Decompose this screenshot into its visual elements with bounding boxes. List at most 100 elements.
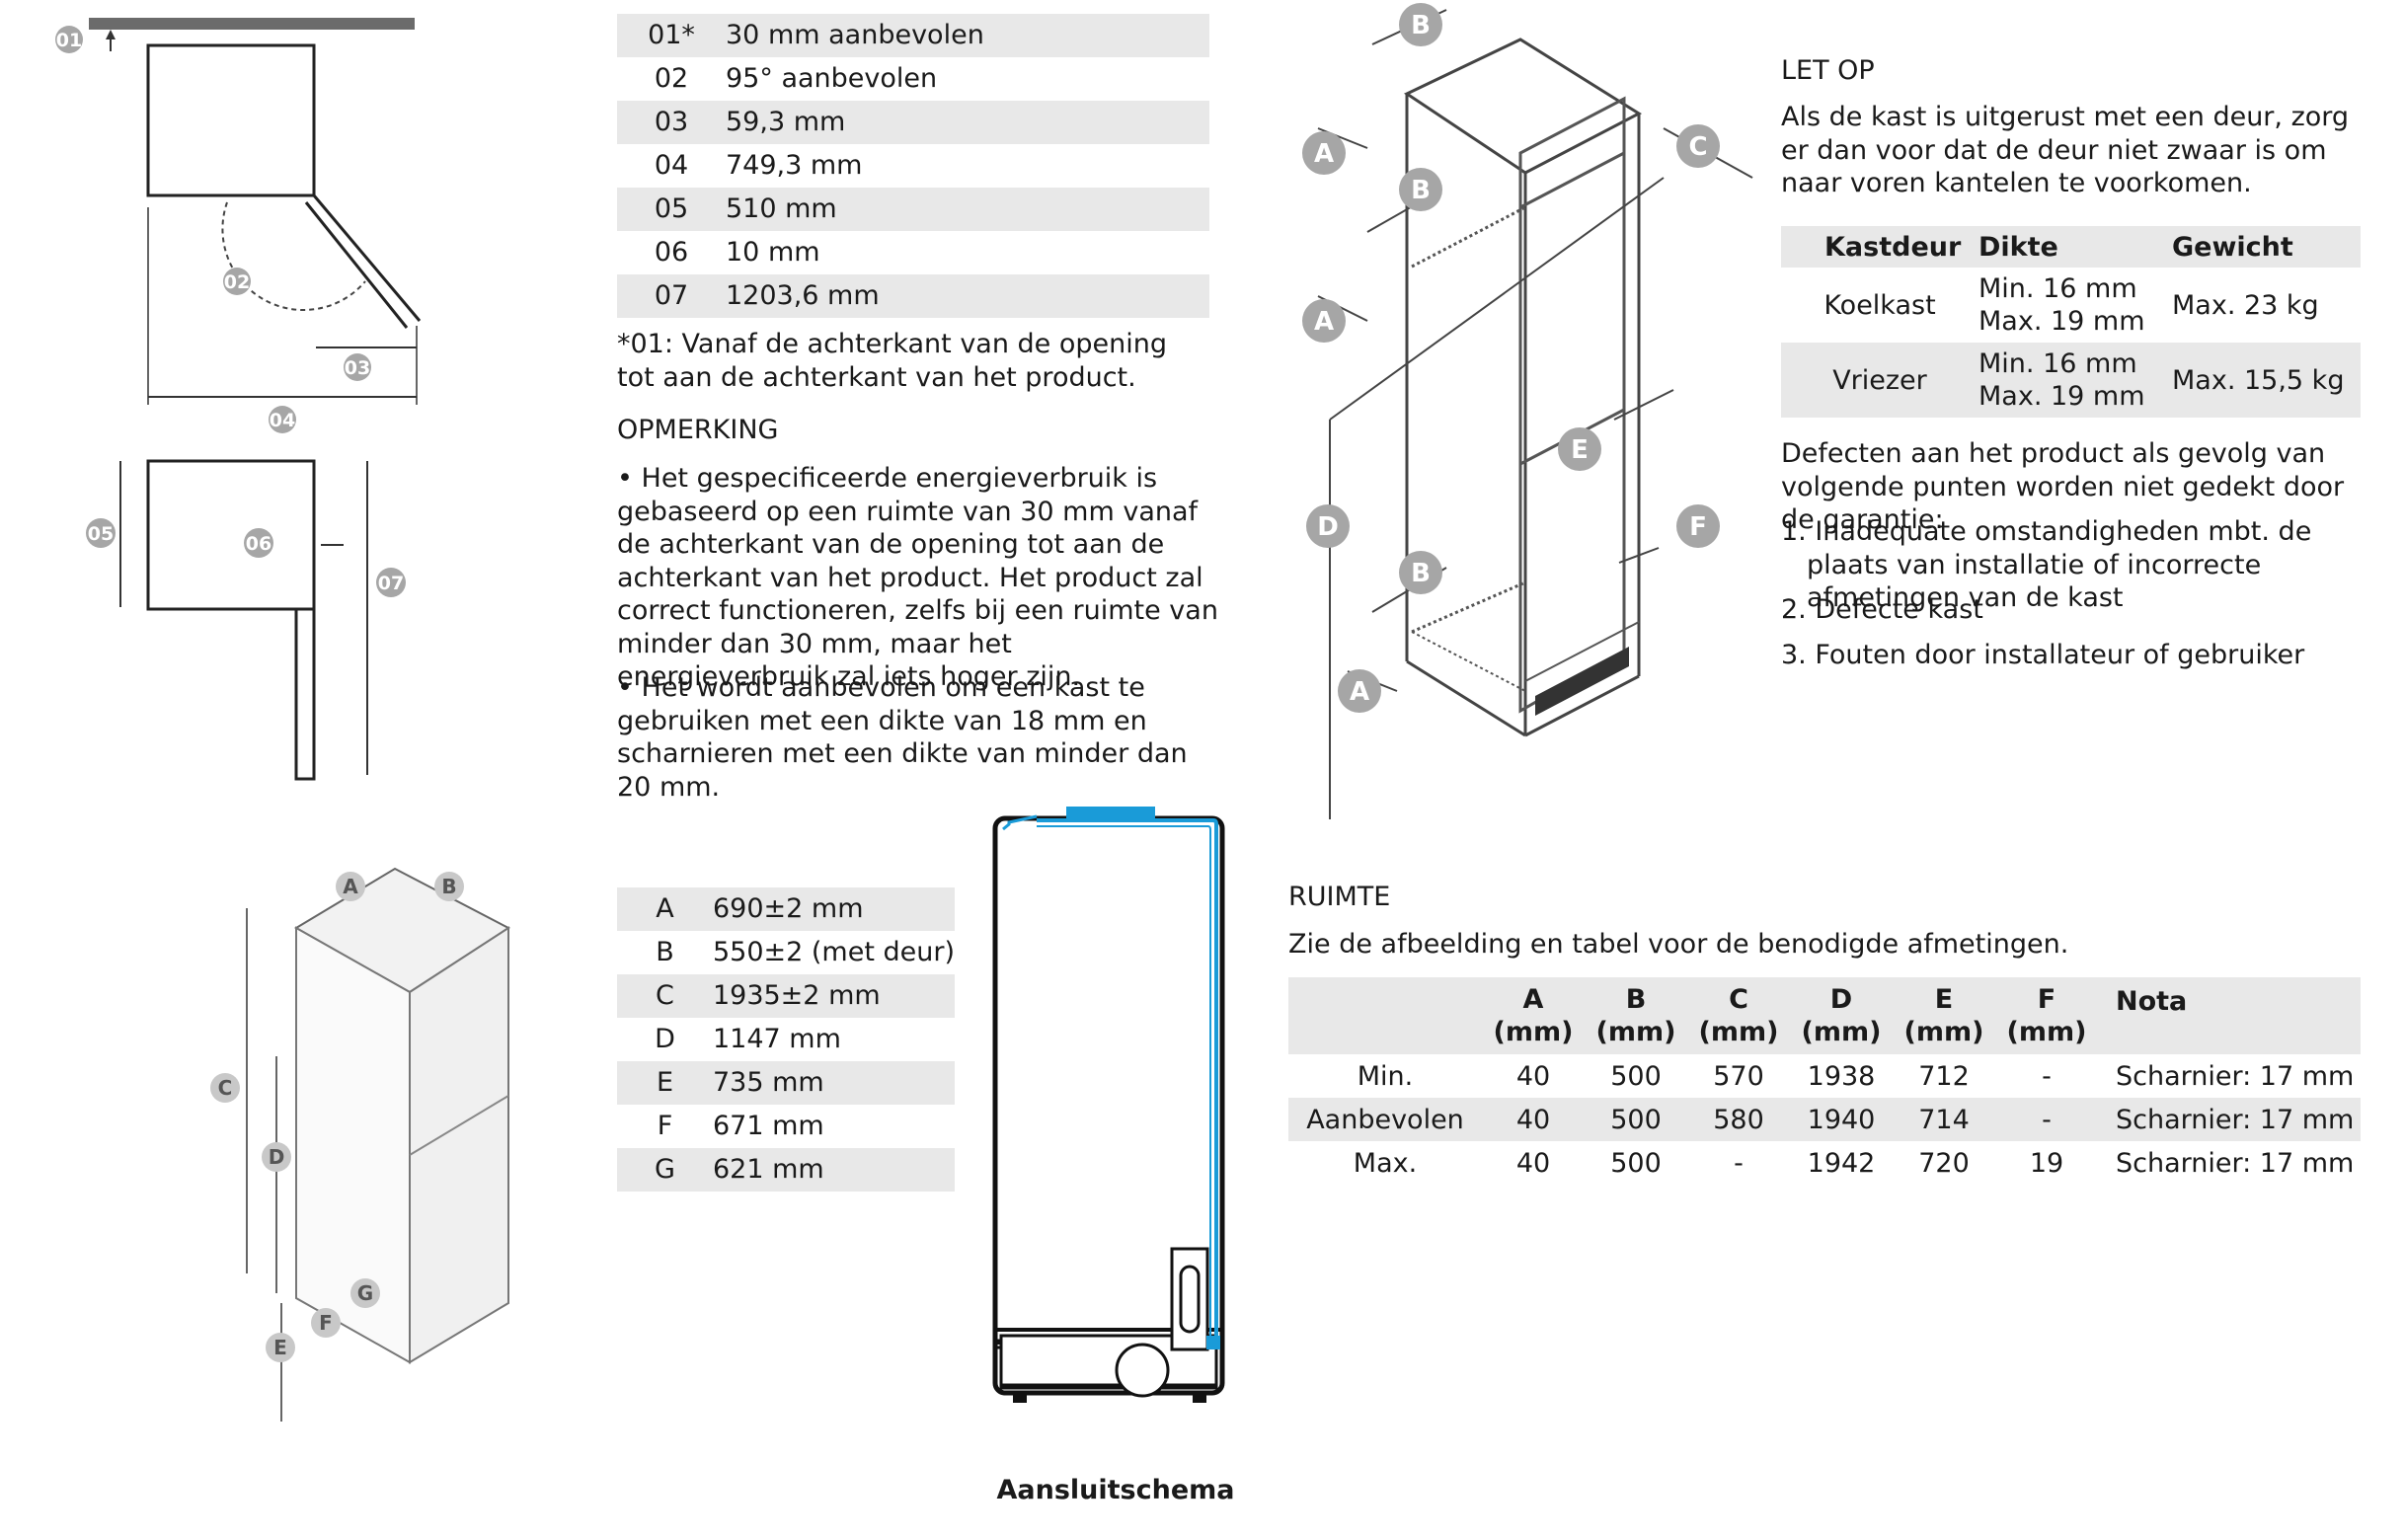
spec-value: 690±2 mm [712,887,955,931]
ruimte-col-a: A(mm) [1482,977,1585,1054]
label-large-C: C [1676,124,1720,168]
spec-key: 07 [617,274,726,318]
defect-2: 2. Defecte kast [1781,594,1983,625]
kast-type: Vriezer [1781,343,1978,418]
spec-value: 735 mm [712,1061,955,1105]
svg-text:B: B [1411,11,1431,40]
label-03: 03 [344,353,371,381]
ruimte-cell: 580 [1687,1098,1790,1141]
aansluitschema-caption: Aansluitschema [996,1475,1235,1505]
label-large-A-1: A [1302,131,1346,175]
spec-key: 03 [617,101,726,144]
label-07: 07 [376,568,406,597]
ruimte-row-label: Min. [1357,1060,1414,1092]
spec-value: 95° aanbevolen [726,63,938,94]
aansluitschema-diagram [992,807,1225,1403]
spec-value: 30 mm aanbevolen [726,14,1209,57]
svg-text:A: A [1314,139,1334,169]
label-iso-G: G [350,1278,380,1308]
label-large-B-3: B [1399,551,1442,594]
ruimte-cell: 500 [1610,1147,1662,1179]
svg-text:05: 05 [88,523,114,545]
svg-text:E: E [1571,435,1589,465]
iso-cabinet-large-diagram: B A C B A E D F B A [1302,3,1753,819]
ruimte-col-f: F(mm) [1995,977,2098,1054]
iso-fridge-small-diagram: A B C D E F G [210,867,510,1422]
ruimte-col-nota: Nota [2098,977,2361,1054]
svg-text:D: D [269,1145,285,1169]
ruimte-intro: Zie de afbeelding en tabel voor de benod… [1288,929,2069,960]
kast-gewicht: Max. 15,5 kg [2172,343,2361,418]
ruimte-col-d: D(mm) [1790,977,1893,1054]
label-large-B-2: B [1399,168,1442,211]
label-large-F: F [1676,504,1720,548]
spec-value: 10 mm [726,237,820,268]
let-op-heading: LET OP [1781,55,1875,86]
svg-text:C: C [218,1076,233,1100]
svg-text:02: 02 [224,271,250,293]
opmerking-heading: OPMERKING [617,415,779,445]
ruimte-cell: 40 [1515,1060,1551,1092]
ruimte-cell: - [2042,1060,2052,1092]
ruimte-cell: 570 [1713,1060,1764,1092]
col-gewicht: Gewicht [2172,226,2361,268]
ruimte-col-e: E(mm) [1893,977,1995,1054]
spec-value: 1147 mm [712,1024,841,1054]
spec-key: 01* [617,14,726,57]
label-large-A-2: A [1302,299,1346,343]
label-iso-A: A [336,872,365,901]
svg-text:D: D [1317,512,1339,542]
svg-text:B: B [1411,176,1431,205]
svg-text:E: E [273,1336,287,1359]
col-dikte: Dikte [1978,226,2172,268]
spec-key: D [655,1024,675,1054]
svg-text:03: 03 [345,357,370,379]
spec-key: 04 [654,150,689,181]
ruimte-col-c: C(mm) [1687,977,1790,1054]
label-05: 05 [86,518,116,548]
ruimte-cell: - [1995,1098,2098,1141]
label-iso-F: F [311,1308,341,1338]
label-iso-B: B [434,872,464,901]
footnote: *01: Vanaf de achterkant van de opening … [617,329,1168,393]
ruimte-cell: 1940 [1790,1098,1893,1141]
spec-value: 671 mm [712,1111,824,1141]
opmerking-bullet-2: • Het wordt aanbevolen om een kast te ge… [617,672,1188,803]
svg-text:B: B [441,875,456,898]
label-iso-E: E [266,1333,295,1362]
label-iso-D: D [262,1142,291,1172]
side-view-diagram: 05 06 07 [86,459,406,781]
defect-1: 1. Inadequate omstandigheden mbt. de pla… [1781,516,2312,613]
let-op-text: Als de kast is uitgerust met een deur, z… [1781,102,2350,198]
defect-3: 3. Fouten door installateur of gebruiker [1781,640,2305,670]
spec-value: 749,3 mm [726,150,863,181]
ruimte-nota: Scharnier: 17 mm [2116,1060,2355,1092]
ruimte-heading: RUIMTE [1288,882,1391,912]
ruimte-cell: 500 [1585,1098,1687,1141]
label-large-E: E [1558,427,1601,471]
svg-text:F: F [319,1311,333,1335]
ruimte-table: A(mm) B(mm) C(mm) D(mm) E(mm) F(mm) Nota… [1288,977,2361,1185]
svg-text:A: A [1314,307,1334,337]
ruimte-cell: 500 [1610,1060,1662,1092]
spec-key: 05 [617,188,726,231]
label-large-A-3: A [1338,669,1381,713]
label-large-D: D [1306,504,1350,548]
